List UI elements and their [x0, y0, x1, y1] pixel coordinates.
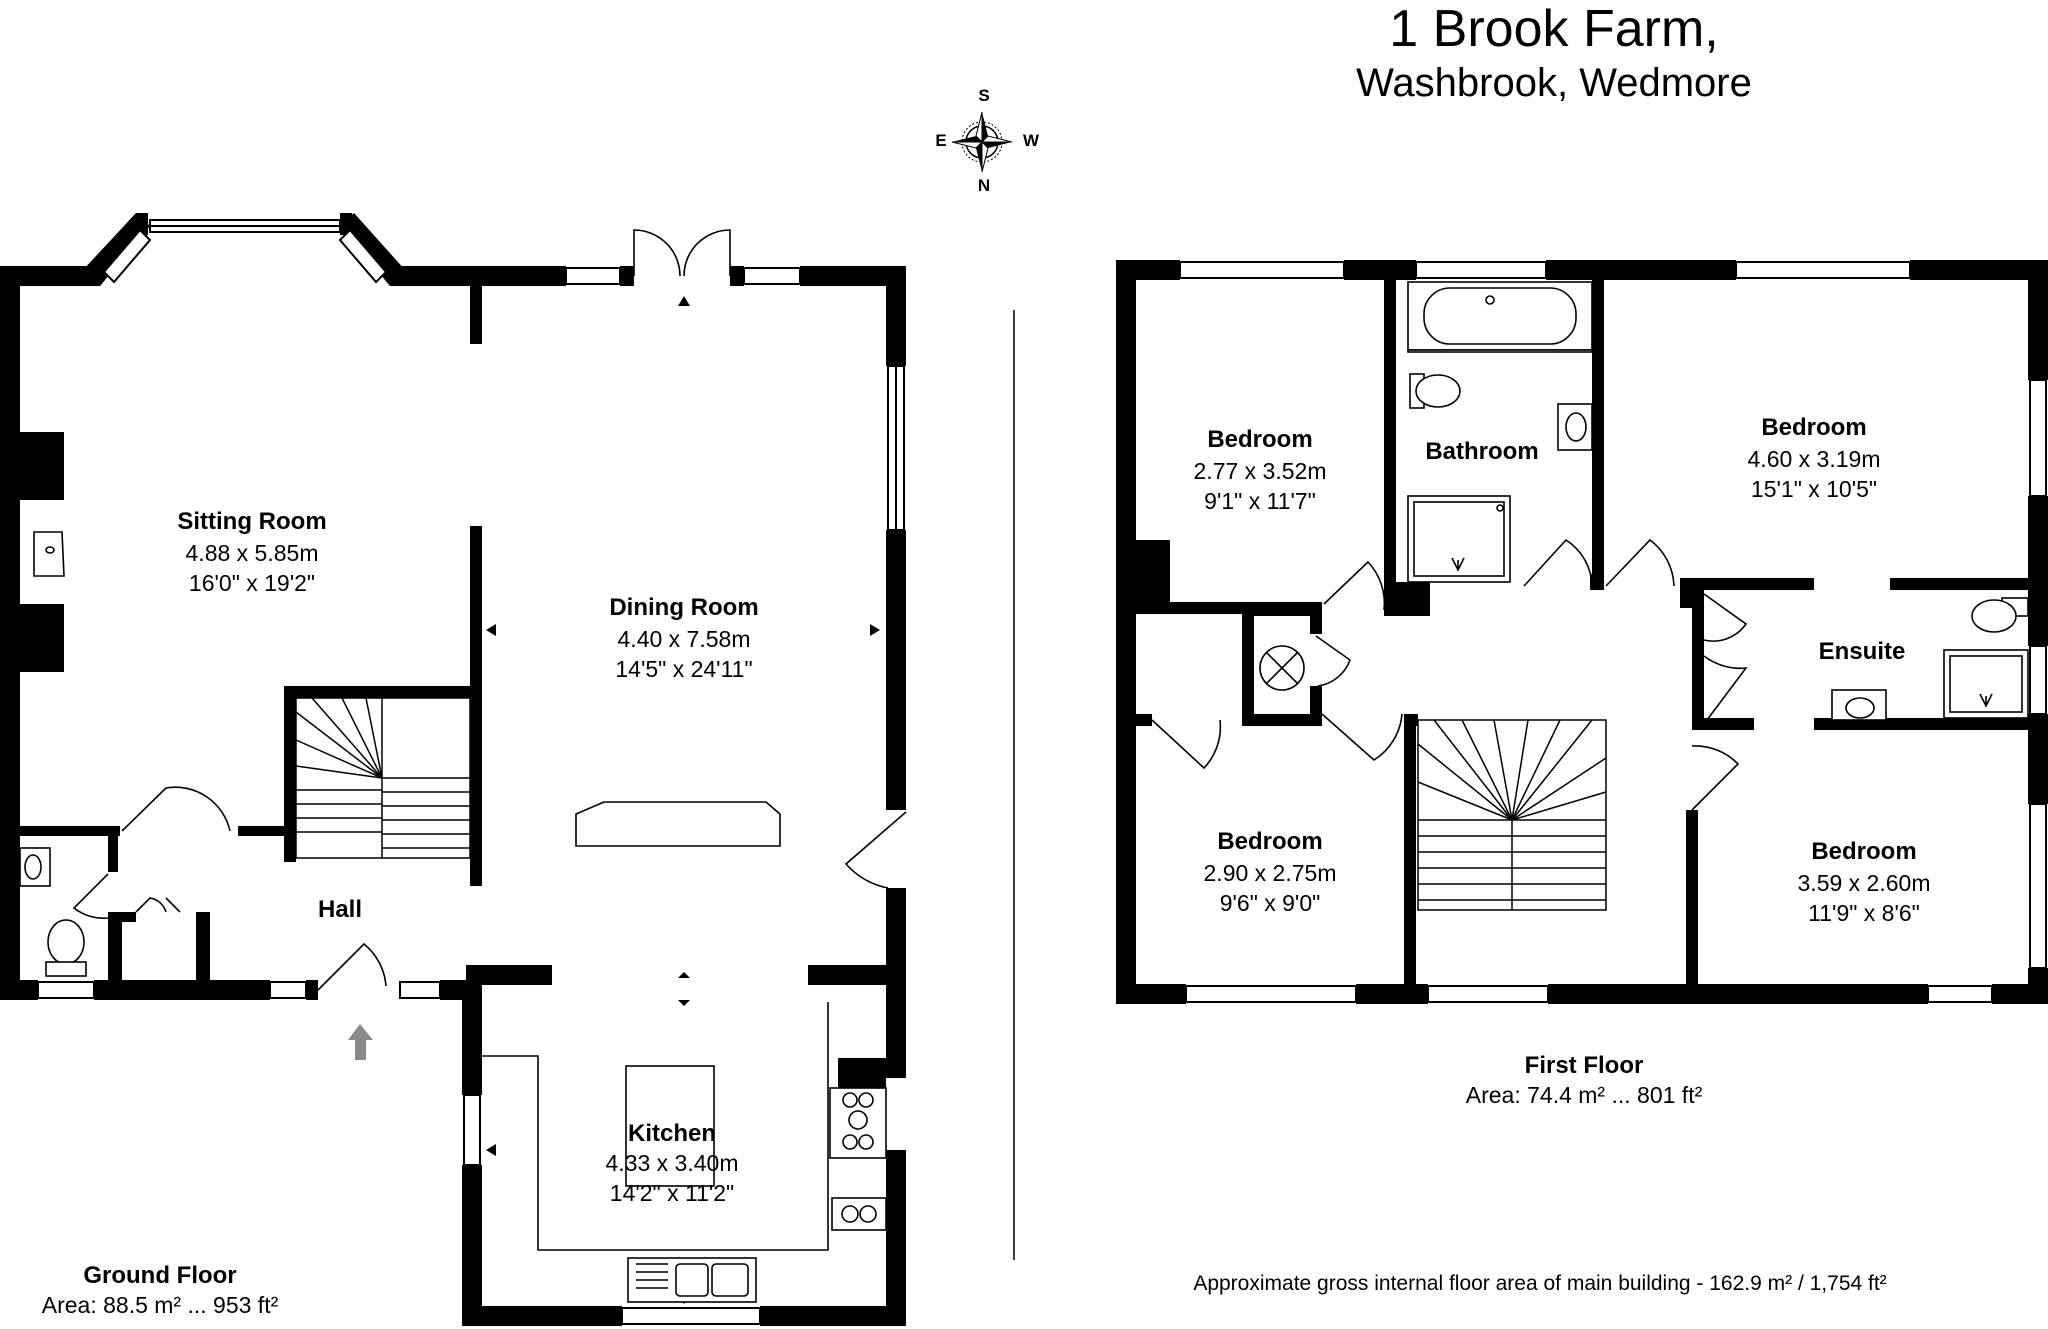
bedroom-2-imperial: 15'1" x 10'5" [1750, 476, 1878, 502]
sitting-room-name: Sitting Room [177, 508, 327, 535]
ground-staircase [295, 697, 471, 859]
sitting-room-metric: 4.88 x 5.85m [185, 540, 319, 566]
compass-label-bottom: N [977, 176, 991, 195]
ground-floor-walls [0, 213, 906, 1326]
bedroom-2-name: Bedroom [1761, 414, 1867, 441]
gross-internal-area: Approximate gross internal floor area of… [1193, 1272, 1887, 1295]
bedroom-3-imperial: 9'6" x 9'0" [1219, 890, 1321, 916]
ensuite-name: Ensuite [1818, 638, 1906, 665]
compass-label-top: S [978, 86, 990, 105]
first-floor-label: First Floor [1524, 1052, 1644, 1079]
ground-fixtures [19, 531, 887, 1303]
compass-rose-icon [951, 111, 1013, 173]
entrance-arrow-icon [348, 1024, 373, 1060]
compass-label-left: E [935, 131, 947, 150]
first-floor-walls [1116, 260, 2048, 1004]
ground-floor-area: Area: 88.5 m² ... 953 ft² [41, 1292, 279, 1318]
ground-floor-windows [37, 219, 905, 1325]
kitchen-name: Kitchen [627, 1120, 717, 1147]
bathroom-name: Bathroom [1425, 438, 1539, 465]
bedroom-3-name: Bedroom [1217, 828, 1323, 855]
first-floor-windows [1179, 261, 2047, 1003]
bedroom-4-imperial: 11'9" x 8'6" [1808, 900, 1920, 926]
kitchen-imperial: 14'2" x 11'2" [609, 1180, 735, 1206]
bedroom-4-name: Bedroom [1811, 838, 1917, 865]
dining-room-metric: 4.40 x 7.58m [617, 626, 751, 652]
first-floor-staircase [1417, 719, 1607, 911]
bedroom-2-metric: 4.60 x 3.19m [1747, 446, 1881, 472]
hall-name: Hall [317, 896, 363, 923]
dining-room-name: Dining Room [609, 594, 759, 621]
page-title: 1 Brook Farm, [1389, 0, 1719, 58]
first-floor-area: Area: 74.4 m² ... 801 ft² [1465, 1082, 1703, 1108]
bedroom-1-imperial: 9'1" x 11'7" [1204, 488, 1316, 514]
first-floor-doors [1151, 538, 1748, 811]
ground-floor-doors [72, 229, 907, 991]
first-floor-fixtures [1259, 281, 2029, 721]
bedroom-4-metric: 3.59 x 2.60m [1797, 870, 1931, 896]
ground-floor-label: Ground Floor [83, 1262, 237, 1289]
sitting-room-imperial: 16'0" x 19'2" [188, 570, 316, 596]
bedroom-1-metric: 2.77 x 3.52m [1193, 458, 1327, 484]
bedroom-3-metric: 2.90 x 2.75m [1203, 860, 1337, 886]
compass-label-right: W [1022, 131, 1040, 150]
bedroom-1-name: Bedroom [1207, 426, 1313, 453]
kitchen-metric: 4.33 x 3.40m [605, 1150, 739, 1176]
page-subtitle: Washbrook, Wedmore [1356, 61, 1752, 105]
dining-room-imperial: 14'5" x 24'11" [615, 656, 753, 682]
